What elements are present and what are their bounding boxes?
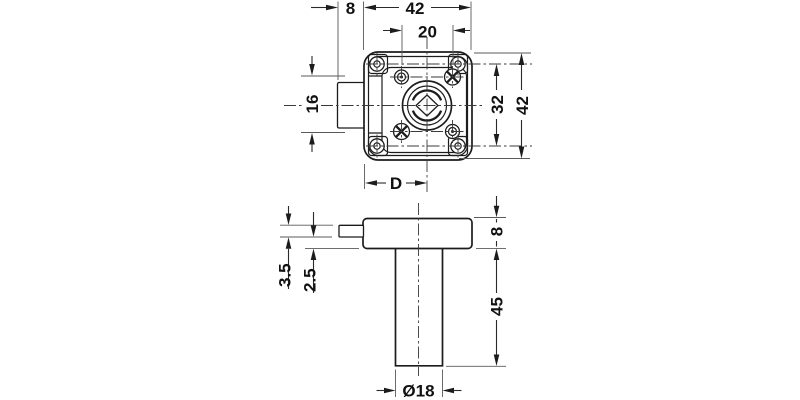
dim-bolt-height: 16 (301, 56, 345, 152)
bolt-side-view (338, 224, 365, 238)
mechanism-plate (381, 66, 468, 154)
case-step-edges (369, 75, 382, 134)
dim-label-body-height: 42 (513, 96, 532, 115)
dim-label-hole-spacing: 20 (418, 23, 437, 42)
dim-label-screw-hole-spacing: 32 (488, 95, 507, 114)
dim-label-case-depth: 8 (488, 227, 507, 236)
dim-body-width: 42 (364, 0, 472, 50)
dim-body-height: 42 (459, 52, 532, 159)
dim-label-bolt-height: 16 (303, 95, 322, 114)
dim-cylinder-length: 45 (446, 248, 507, 367)
dim-label-cylinder-length: 45 (488, 297, 507, 316)
dim-cylinder-diameter: Ø18 (376, 369, 462, 400)
dim-label-bolt-throw: 8 (346, 0, 355, 18)
top-view-centerlines (284, 37, 532, 192)
dim-screw-hole-spacing: 32 (488, 64, 507, 146)
dim-bolt-throw: 8 (311, 0, 364, 80)
dim-label-backset: D (390, 174, 402, 193)
case-plate-side (362, 217, 473, 250)
dim-label-body-width: 42 (406, 0, 425, 18)
side-view: 3.5 2.5 8 45 (276, 196, 507, 400)
dim-bolt-bottom-offset: 2.5 (301, 212, 359, 293)
dim-label-bolt-bottom-offset: 2.5 (301, 268, 320, 292)
retaining-ring-upper-arc (411, 89, 443, 101)
dim-case-depth: 8 (474, 196, 507, 249)
dim-label-bolt-top-offset: 3.5 (276, 263, 295, 287)
dim-backset: D (364, 164, 427, 193)
dim-label-cylinder-diameter: Ø18 (402, 382, 434, 400)
dim-bolt-top-offset: 3.5 (276, 206, 333, 289)
cylinder-side-view (394, 248, 444, 367)
dim-hole-spacing: 20 (383, 23, 470, 65)
top-view: 8 42 20 16 (284, 0, 532, 193)
lock-case-inner-outline (367, 55, 469, 157)
